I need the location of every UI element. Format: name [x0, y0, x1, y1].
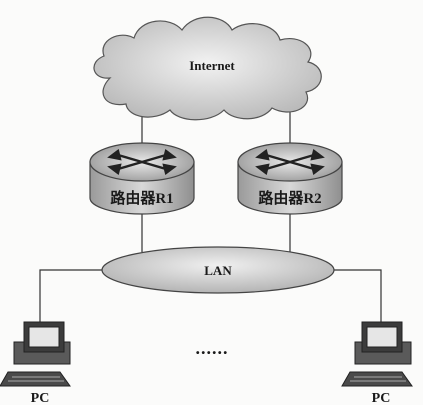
- link-lan-pc-right: [334, 269, 382, 325]
- pc-right: PC: [341, 321, 413, 405]
- router-r2-label: 路由器R2: [258, 189, 321, 207]
- router-arrows-icon: [107, 148, 177, 176]
- links: [39, 108, 382, 325]
- pc-right-label: PC: [372, 391, 391, 405]
- pc-left: PC: [0, 321, 71, 405]
- router-r1-label: 路由器R1: [110, 189, 173, 207]
- lan-segment: LAN: [101, 246, 335, 294]
- internet-label: Internet: [189, 58, 235, 73]
- more-pcs-ellipsis: ......: [196, 338, 229, 358]
- router-arrows-icon: [255, 148, 325, 176]
- lan-label: LAN: [204, 263, 232, 278]
- cloud-icon: [93, 16, 322, 121]
- router-r1: 路由器R1: [89, 142, 195, 215]
- pc-left-label: PC: [31, 391, 50, 405]
- lan-ellipse: [101, 246, 335, 294]
- link-lan-pc-left: [39, 269, 102, 325]
- computer-icon: [0, 321, 71, 387]
- router-r2: 路由器R2: [237, 142, 343, 215]
- computer-icon: [341, 321, 413, 387]
- internet-cloud: Internet: [93, 16, 322, 121]
